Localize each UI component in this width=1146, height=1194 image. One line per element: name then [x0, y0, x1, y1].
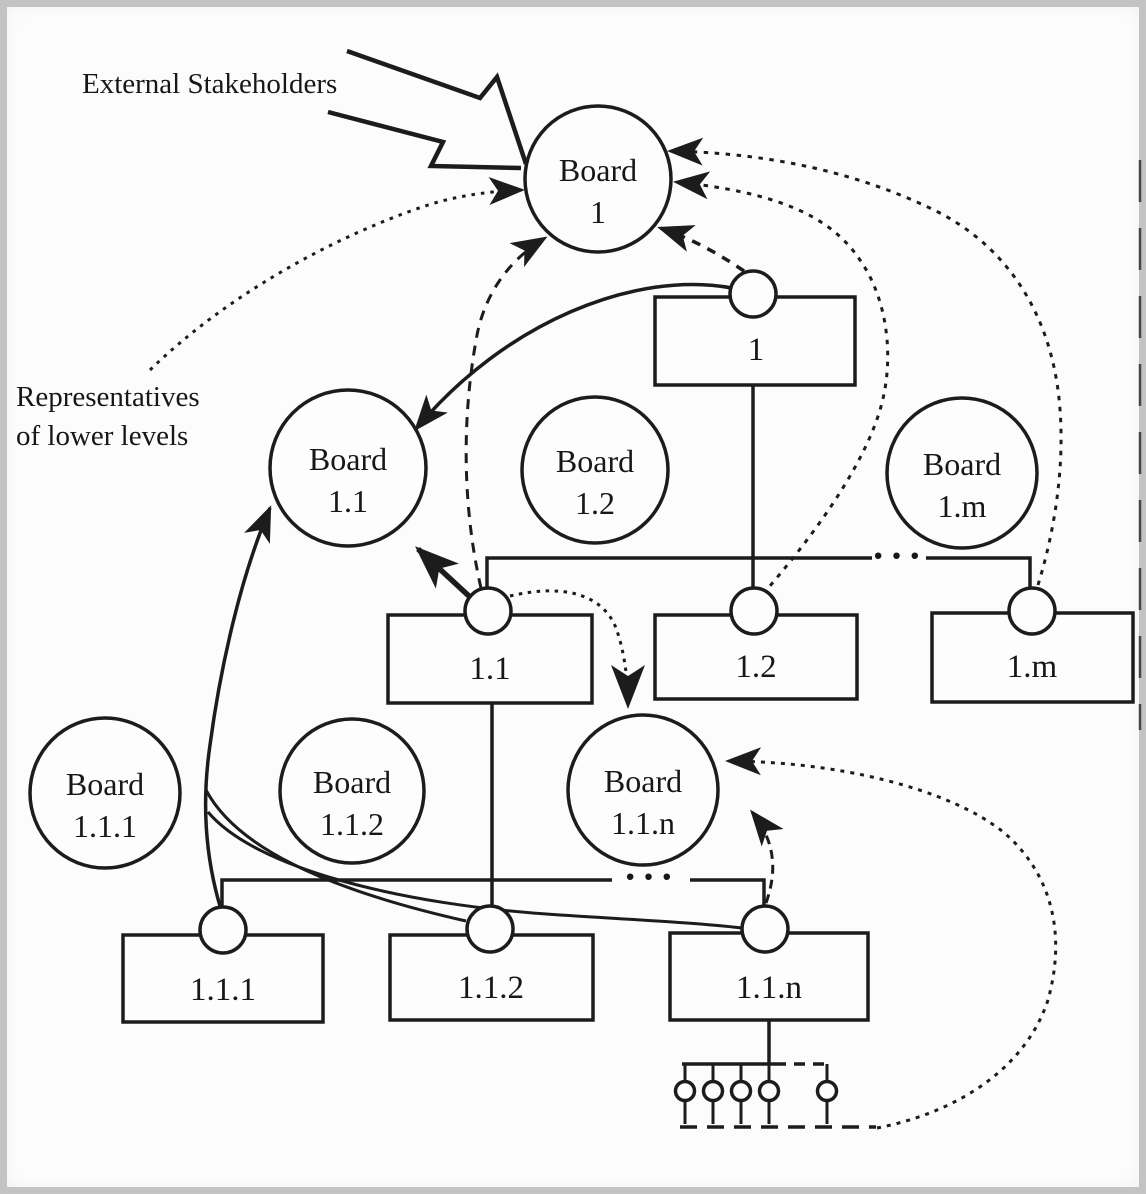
annotation-labels: External Stakeholders Representatives of… [16, 68, 337, 452]
unit-1-1-label: 1.1 [469, 651, 510, 687]
board-1-1-n-title: Board [604, 763, 682, 799]
edge-branch-to-unit11n-port [206, 811, 743, 930]
board-1-1-number: 1.1 [328, 483, 368, 519]
board-circle-1-1 [268, 388, 428, 548]
board-circle-1-1-2 [278, 717, 426, 865]
edge-unit11-port-to-board11-bold [415, 546, 472, 600]
edge-unit11-port-to-board1-dashed [464, 236, 548, 589]
hierarchy-connectors [220, 385, 1032, 1064]
edge-unit11n-port-to-board11n-dashed [750, 809, 784, 904]
board-1-number: 1 [590, 194, 606, 230]
unit-labels: 1 1.1 1.2 1.m 1.1.1 1.1.2 1.1.n [190, 332, 1058, 1008]
board-1-1-2-number: 1.1.2 [320, 806, 384, 842]
port-circle-unit-1-2 [729, 586, 779, 636]
representatives-label-line1: Representatives [16, 381, 200, 413]
comb-stubs-lower [683, 1100, 829, 1124]
unit-1-1-1-label: 1.1.1 [190, 972, 256, 1008]
unit-1-2-label: 1.2 [735, 649, 776, 685]
unit-1-m-label: 1.m [1007, 649, 1058, 685]
edge-representatives-label-to-board1-dotted [148, 177, 525, 372]
board-circle-1-1-n [566, 713, 720, 867]
port-circle-unit-1-m [1007, 586, 1057, 636]
worker-port-circle [673, 1079, 697, 1103]
trunk2-ellipsis-dots: ··· [623, 854, 678, 899]
unit-1-1-n-label: 1.1.n [736, 970, 802, 1006]
representatives-label-line2: of lower levels [16, 420, 188, 452]
board-1-m-number: 1.m [938, 488, 987, 524]
port-circle-unit-1-1-1 [198, 905, 248, 955]
external-stakeholders-arrow [327, 48, 529, 171]
board-1-1-1-title: Board [66, 766, 144, 802]
worker-port-circle [815, 1079, 839, 1103]
board-circle-1-2 [520, 395, 670, 545]
board-1-1-n-number: 1.1.n [611, 805, 675, 841]
stakeholders-arrow-upper-stroke [346, 48, 529, 165]
board-circles [28, 104, 1039, 870]
unit-1-1-2-label: 1.1.2 [458, 970, 524, 1006]
board-circle-1-m [885, 396, 1039, 550]
unit-1-label: 1 [748, 332, 765, 368]
worker-port-circle [701, 1079, 725, 1103]
dotted-link-arrows [148, 137, 1063, 1130]
port-circle-unit-1-1-n [740, 904, 790, 954]
unit-port-circles [198, 269, 1057, 955]
connector-trunk1-right [926, 556, 1032, 589]
external-stakeholders-label: External Stakeholders [82, 68, 337, 100]
comb-stubs-upper [683, 1064, 829, 1082]
board-1-1-1-number: 1.1.1 [73, 808, 137, 844]
worker-port-circle [729, 1079, 753, 1103]
board-circle-1 [523, 104, 673, 254]
edge-unit12-port-to-board1-dotted [673, 171, 890, 595]
edge-unit1m-port-to-board1-dotted [667, 137, 1063, 586]
edge-unit1-port-to-board1-dashed [657, 225, 745, 273]
workers-comb [673, 1062, 876, 1129]
port-circle-unit-1-1-2 [465, 904, 515, 954]
board-labels: Board 1 Board 1.1 Board 1.2 Board 1.m Bo… [66, 152, 1001, 844]
port-circle-unit-1-1 [463, 586, 513, 636]
board-1-1-title: Board [309, 441, 387, 477]
continuation-dots: ··· ··· [623, 533, 926, 899]
board-1-2-title: Board [556, 443, 634, 479]
stakeholders-arrow-lower-stroke [327, 109, 522, 171]
port-circle-unit-1 [728, 269, 778, 319]
board-1-m-title: Board [923, 446, 1001, 482]
solid-link-arrows [203, 282, 743, 930]
board-circle-1-1-1 [28, 716, 182, 870]
edge-unit111-port-to-board11 [203, 505, 272, 907]
connector-trunk1-left [485, 556, 872, 589]
connector-trunk2-right [690, 878, 766, 907]
board-1-2-number: 1.2 [575, 485, 615, 521]
board-1-title: Board [559, 152, 637, 188]
board-1-1-2-title: Board [313, 764, 391, 800]
edge-unit1-port-to-board11 [414, 282, 733, 432]
worker-port-circle [757, 1079, 781, 1103]
trunk1-ellipsis-dots: ··· [871, 533, 926, 578]
connector-trunk2-left [220, 878, 612, 908]
